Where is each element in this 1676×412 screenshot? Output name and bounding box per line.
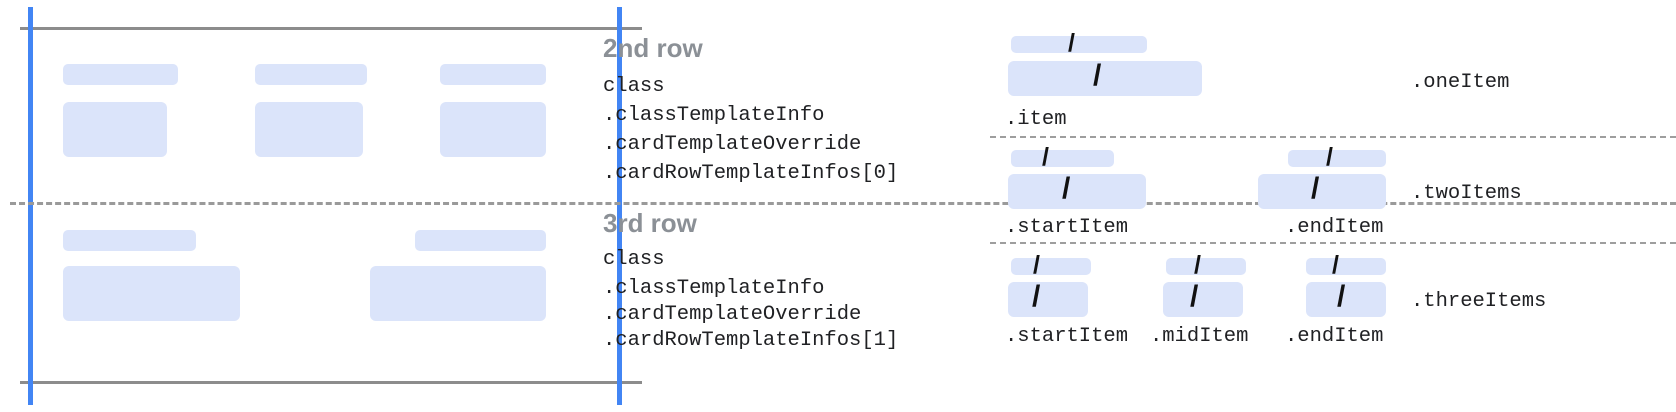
- three-items-mid-part-label: .midItem: [1150, 325, 1249, 348]
- callout-code-2nd-row-line-3: .cardRowTemplateInfos[0]: [603, 162, 899, 185]
- callout-code-2nd-row-line-1: .classTemplateInfo: [603, 104, 825, 127]
- row2-col3-label-bar: [440, 64, 546, 85]
- one-item-part-label: .item: [1005, 108, 1067, 131]
- three-items-mid-content-slash: /: [1190, 280, 1199, 313]
- three-items-end-label-slash: /: [1332, 251, 1339, 279]
- two-items-start-label-bar: [1011, 150, 1114, 167]
- two-items-start-content-box: [1008, 174, 1146, 209]
- row2-col1-label-bar: [63, 64, 178, 85]
- row-divider: [10, 202, 1676, 205]
- three-items-mid-label-bar: [1166, 258, 1246, 275]
- three-items-end-content-box: [1306, 282, 1386, 317]
- two-items-end-part-label: .endItem: [1285, 216, 1384, 239]
- callout-code-3rd-row-line-2: .cardTemplateOverride: [603, 303, 862, 326]
- card-bottom-border: [20, 381, 642, 384]
- one-item-label-bar: [1011, 36, 1147, 53]
- row3-col2-label-bar: [415, 230, 546, 251]
- row2-col3-content-box: [440, 102, 546, 157]
- three-items-mid-label-slash: /: [1194, 251, 1201, 279]
- two-items-end-label-bar: [1288, 150, 1386, 167]
- callout-title-2nd-row: 2nd row: [603, 33, 703, 63]
- card-right-guide: [617, 7, 622, 405]
- callout-code-3rd-row-line-0: class: [603, 248, 665, 271]
- card-top-border: [20, 27, 642, 30]
- row3-col1-content-box: [63, 266, 240, 321]
- callout-title-3rd-row: 3rd row: [603, 208, 697, 238]
- row2-col2-content-box: [255, 102, 363, 157]
- layout-divider-one-two: [990, 136, 1676, 138]
- two-items-group-label: .twoItems: [1411, 182, 1522, 205]
- three-items-group-label: .threeItems: [1411, 290, 1547, 313]
- three-items-start-part-label: .startItem: [1005, 325, 1129, 348]
- two-items-start-content-slash: /: [1062, 172, 1071, 205]
- two-items-end-content-slash: /: [1311, 172, 1320, 205]
- one-item-label-slash: /: [1068, 29, 1075, 57]
- callout-code-3rd-row-line-3: .cardRowTemplateInfos[1]: [603, 329, 899, 352]
- one-item-content-slash: /: [1093, 59, 1102, 92]
- three-items-end-content-slash: /: [1337, 280, 1346, 313]
- row2-col2-label-bar: [255, 64, 367, 85]
- two-items-start-label-slash: /: [1042, 143, 1049, 171]
- two-items-end-content-box: [1258, 174, 1386, 209]
- three-items-start-content-box: [1008, 282, 1088, 317]
- three-items-start-content-slash: /: [1032, 280, 1041, 313]
- callout-code-2nd-row-line-0: class: [603, 75, 665, 98]
- layout-divider-two-three: [990, 242, 1676, 244]
- three-items-start-label-slash: /: [1033, 251, 1040, 279]
- three-items-start-label-bar: [1011, 258, 1091, 275]
- two-items-start-part-label: .startItem: [1005, 216, 1129, 239]
- two-items-end-label-slash: /: [1326, 143, 1333, 171]
- one-item-content-box: [1008, 61, 1202, 96]
- card-left-guide: [28, 7, 33, 405]
- one-item-group-label: .oneItem: [1411, 71, 1510, 94]
- row3-col2-content-box: [370, 266, 546, 321]
- row2-col1-content-box: [63, 102, 167, 157]
- three-items-mid-content-box: [1163, 282, 1243, 317]
- three-items-end-label-bar: [1306, 258, 1386, 275]
- three-items-end-part-label: .endItem: [1285, 325, 1384, 348]
- row3-col1-label-bar: [63, 230, 196, 251]
- callout-code-2nd-row-line-2: .cardTemplateOverride: [603, 133, 862, 156]
- callout-code-3rd-row-line-1: .classTemplateInfo: [603, 277, 825, 300]
